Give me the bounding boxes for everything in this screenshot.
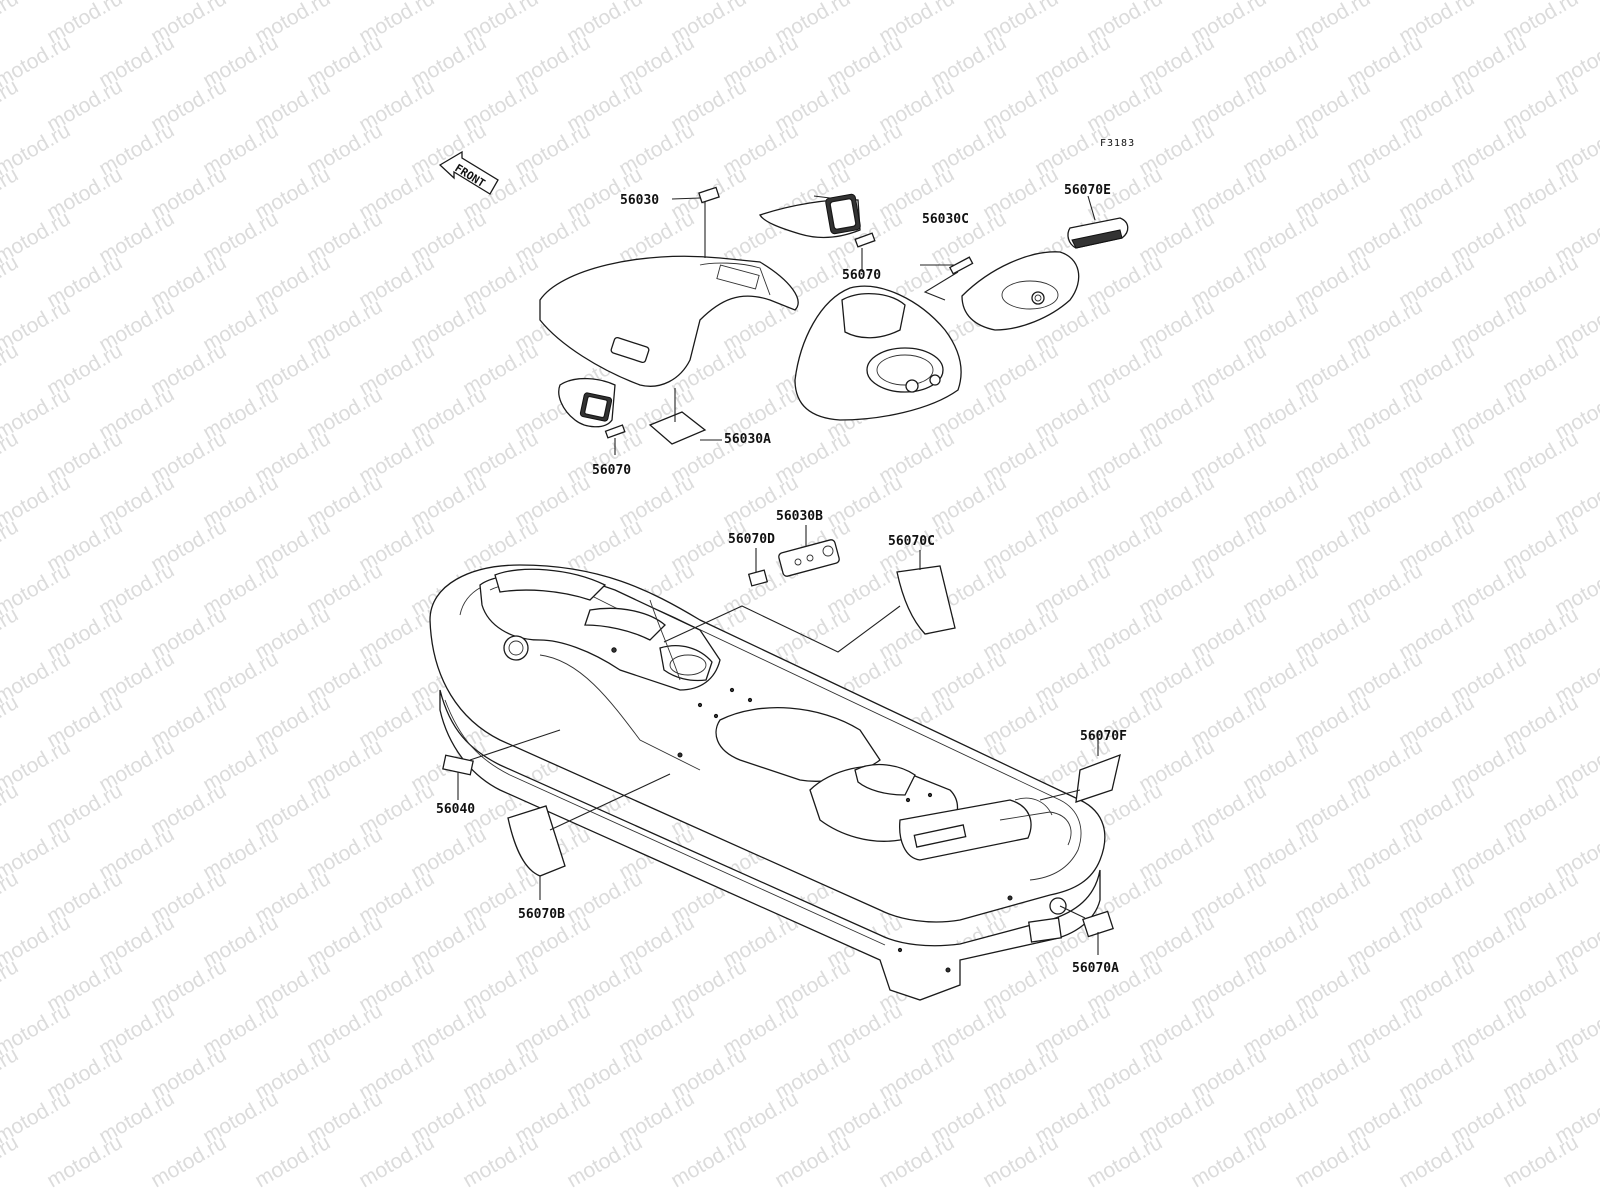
watermark-text: motod.ru <box>0 691 22 752</box>
watermark-text: motod.ru <box>147 1131 230 1192</box>
watermark-text: motod.ru <box>0 867 22 928</box>
label-56030A: 56030A <box>724 432 771 447</box>
label-56070F: 56070F <box>1080 729 1127 744</box>
watermark-text: motod.ru <box>0 251 22 312</box>
label-56070-top: 56070 <box>842 268 881 283</box>
watermark-text: motod.ru <box>0 75 22 136</box>
sticker-56030A <box>648 411 707 445</box>
label-56030: 56030 <box>620 193 659 208</box>
sticker-56070C <box>896 565 956 635</box>
sticker-56070-left <box>604 424 626 439</box>
watermark-text: motod.ru <box>0 427 22 488</box>
watermark-text: motod.ru <box>1187 1131 1270 1192</box>
grip-pad <box>1067 217 1129 249</box>
watermark-text: motod.ru <box>0 0 22 48</box>
watermark-text: motod.ru <box>459 1131 542 1192</box>
sticker-56040 <box>442 754 474 776</box>
sticker-56070-top <box>854 232 876 248</box>
watermark-text: motod.ru <box>355 1131 438 1192</box>
steering-pod <box>794 285 962 421</box>
sticker-56070F <box>1075 753 1121 803</box>
watermark-text: motod.ru <box>979 1131 1062 1192</box>
watermark-text: motod.ru <box>0 1131 22 1192</box>
watermark-text: motod.ru <box>1083 1131 1166 1192</box>
watermark-text: motod.ru <box>0 779 22 840</box>
hood-cover <box>539 255 799 387</box>
top-mirror <box>759 193 861 239</box>
watermark-text: motod.ru <box>1395 1131 1478 1192</box>
watermark-text: motod.ru <box>0 339 22 400</box>
label-56030C: 56030C <box>922 212 969 227</box>
watermark-text: motod.ru <box>0 163 22 224</box>
label-56070D: 56070D <box>728 532 775 547</box>
upper-leader-lines <box>614 195 1096 455</box>
watermark-text: motod.ru <box>0 603 22 664</box>
watermark-text: motod.ru <box>43 1131 126 1192</box>
watermark-text: motod.ru <box>1291 1131 1374 1192</box>
watermark-text: motod.ru <box>563 1131 646 1192</box>
sticker-56030C <box>949 256 974 275</box>
sticker-56070D <box>747 569 769 587</box>
left-mirror <box>558 377 616 428</box>
glove-tray <box>961 251 1080 331</box>
hull-leader-lines <box>457 525 1099 955</box>
watermark-text: motod.ru <box>875 1131 958 1192</box>
watermark-text: motod.ru <box>0 515 22 576</box>
label-56070-left: 56070 <box>592 463 631 478</box>
watermark-text: motod.ru <box>667 1131 750 1192</box>
part-labels: 56030 56030C 56070E 56070 56030A 56070 5… <box>436 183 1127 976</box>
sticker-56030B <box>778 539 840 577</box>
sticker-56070B <box>507 805 566 877</box>
label-56070E: 56070E <box>1064 183 1111 198</box>
watermark-text: motod.ru <box>771 1131 854 1192</box>
label-56070B: 56070B <box>518 907 565 922</box>
watermark-text: motod.ru <box>251 1131 334 1192</box>
sticker-56030 <box>698 186 720 204</box>
label-56030B: 56030B <box>776 509 823 524</box>
label-56070A: 56070A <box>1072 961 1119 976</box>
watermark-text: motod.ru <box>1499 1131 1582 1192</box>
diagram-code: F3183 <box>1100 138 1135 149</box>
watermark-text: motod.ru <box>0 955 22 1016</box>
sticker-56070A <box>1082 910 1114 938</box>
label-56040: 56040 <box>436 802 475 817</box>
hull <box>429 564 1106 1001</box>
watermark-text: motod.ru <box>0 1043 22 1104</box>
label-56070C: 56070C <box>888 534 935 549</box>
